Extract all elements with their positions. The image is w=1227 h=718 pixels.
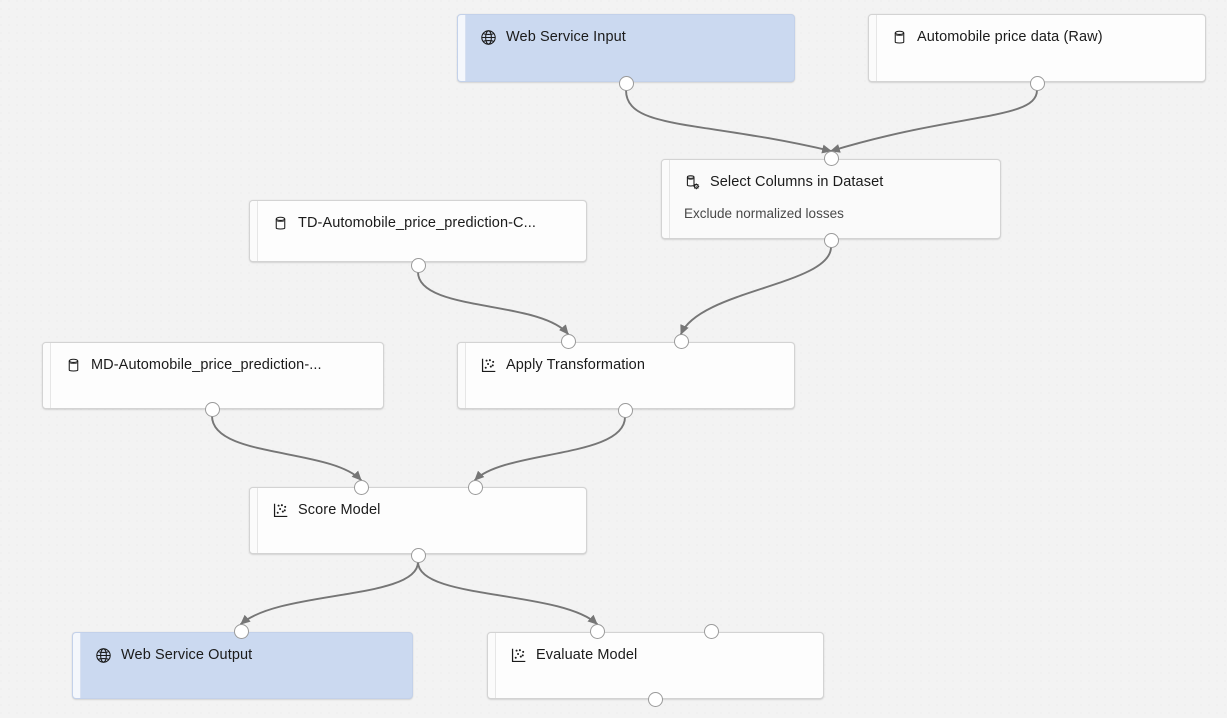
port-output-web-service-input[interactable]: [618, 75, 634, 91]
node-title: Web Service Output: [121, 647, 253, 663]
node-header: Apply Transformation: [480, 357, 784, 374]
dataset-cylinder-icon: [894, 30, 905, 44]
module-node-score-model[interactable]: Score Model: [249, 487, 587, 554]
dataset-cylinder-icon: [275, 216, 286, 230]
port-input-left-score-model[interactable]: [353, 479, 369, 495]
node-subtitle: Exclude normalized losses: [684, 206, 844, 221]
edge-apply-transformation-to-score-model[interactable]: [474, 416, 626, 481]
node-title: MD-Automobile_price_prediction-...: [91, 357, 322, 373]
node-header: TD-Automobile_price_prediction-C...: [272, 215, 576, 232]
module-node-automobile-price-data-raw[interactable]: Automobile price data (Raw): [868, 14, 1206, 82]
port-output-evaluate-model[interactable]: [647, 691, 663, 707]
node-header: Score Model: [272, 502, 576, 519]
dataset-cylinder-icon: [68, 358, 79, 372]
edge-score-model-to-web-service-output[interactable]: [240, 561, 419, 625]
node-title: Automobile price data (Raw): [917, 29, 1103, 45]
port-input-right-score-model[interactable]: [467, 479, 483, 495]
module-node-apply-transformation[interactable]: Apply Transformation: [457, 342, 795, 409]
node-accent-strip: [662, 160, 670, 238]
globe-icon: [481, 30, 496, 45]
node-header: Select Columns in Dataset: [684, 174, 990, 191]
port-output-apply-transformation[interactable]: [617, 402, 633, 418]
globe-icon: [96, 648, 111, 663]
edge-web-service-input-to-select-columns-in-dataset[interactable]: [625, 89, 832, 154]
node-title: Web Service Input: [506, 29, 626, 45]
scatter-module-icon: [511, 648, 526, 663]
edge-automobile-price-data-raw-to-select-columns-in-dataset[interactable]: [830, 89, 1038, 153]
port-input-right-apply-transformation[interactable]: [673, 333, 689, 349]
node-accent-strip: [250, 201, 258, 261]
port-input-left-apply-transformation[interactable]: [560, 333, 576, 349]
node-title: TD-Automobile_price_prediction-C...: [298, 215, 537, 231]
port-output-select-columns-in-dataset[interactable]: [823, 232, 839, 248]
port-input-left-evaluate-model[interactable]: [589, 623, 605, 639]
edge-md-automobile-price-prediction-to-score-model[interactable]: [211, 415, 362, 481]
dataset-gear-icon: [686, 175, 700, 190]
scatter-module-icon: [481, 358, 496, 373]
node-title: Evaluate Model: [536, 647, 638, 663]
port-input-web-service-output[interactable]: [233, 623, 249, 639]
module-node-web-service-output[interactable]: Web Service Output: [72, 632, 413, 699]
scatter-module-icon: [273, 503, 288, 518]
module-node-evaluate-model[interactable]: Evaluate Model: [487, 632, 824, 699]
node-accent-strip: [869, 15, 877, 81]
node-accent-strip: [250, 488, 258, 553]
node-header: Automobile price data (Raw): [891, 29, 1195, 46]
port-output-score-model[interactable]: [410, 547, 426, 563]
port-output-md-automobile-price-prediction[interactable]: [204, 401, 220, 417]
node-header: Evaluate Model: [510, 647, 813, 664]
edge-select-columns-in-dataset-to-apply-transformation[interactable]: [680, 246, 832, 335]
port-input-right-evaluate-model[interactable]: [703, 623, 719, 639]
port-output-automobile-price-data-raw[interactable]: [1029, 75, 1045, 91]
node-title: Select Columns in Dataset: [710, 174, 884, 190]
node-header: Web Service Input: [480, 29, 784, 46]
edge-score-model-to-evaluate-model[interactable]: [417, 561, 598, 625]
node-accent-strip: [458, 343, 466, 408]
node-accent-strip: [73, 633, 81, 698]
node-accent-strip: [458, 15, 466, 81]
edge-td-automobile-price-prediction-to-apply-transformation[interactable]: [417, 271, 569, 335]
node-header: MD-Automobile_price_prediction-...: [65, 357, 373, 374]
module-node-td-automobile-price-prediction[interactable]: TD-Automobile_price_prediction-C...: [249, 200, 587, 262]
module-node-web-service-input[interactable]: Web Service Input: [457, 14, 795, 82]
node-accent-strip: [43, 343, 51, 408]
node-header: Web Service Output: [95, 647, 402, 664]
port-output-td-automobile-price-prediction[interactable]: [410, 257, 426, 273]
node-accent-strip: [488, 633, 496, 698]
node-title: Apply Transformation: [506, 357, 646, 373]
port-input-select-columns-in-dataset[interactable]: [823, 150, 839, 166]
module-node-md-automobile-price-prediction[interactable]: MD-Automobile_price_prediction-...: [42, 342, 384, 409]
node-title: Score Model: [298, 502, 381, 518]
